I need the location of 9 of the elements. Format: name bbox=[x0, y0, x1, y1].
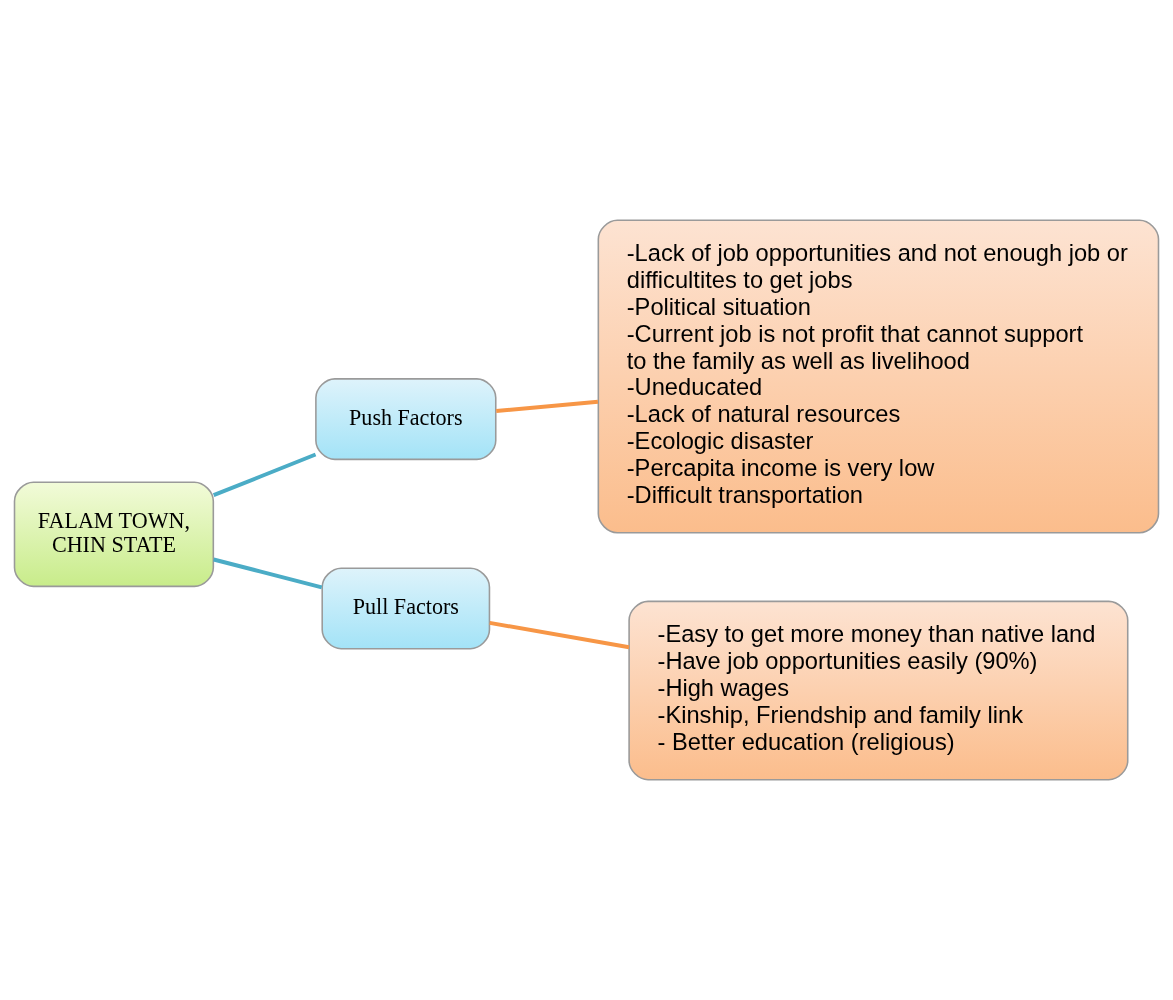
connector bbox=[213, 557, 323, 590]
node-box: -Easy to get more money than native land -Have job opportunities easily (90%) -High wages -Kinship, Friendship and family link - Better education (religious) bbox=[628, 600, 1129, 781]
connector bbox=[212, 452, 317, 497]
node-box: FALAM TOWN, CHIN STATE bbox=[13, 481, 215, 588]
node-box: -Lack of job opportunities and not enough job or difficultites to get jobs -Political situation -Current job is not profit that cannot support to the family as well as livelihood -Uneducated -Lack of natural resources -Ecologic disaster -Percapita income is very low -Difficult transportation bbox=[597, 219, 1160, 534]
node-box: Pull Factors bbox=[321, 567, 491, 650]
connector bbox=[496, 399, 599, 414]
connector bbox=[489, 620, 630, 650]
node-box: Push Factors bbox=[315, 378, 497, 461]
